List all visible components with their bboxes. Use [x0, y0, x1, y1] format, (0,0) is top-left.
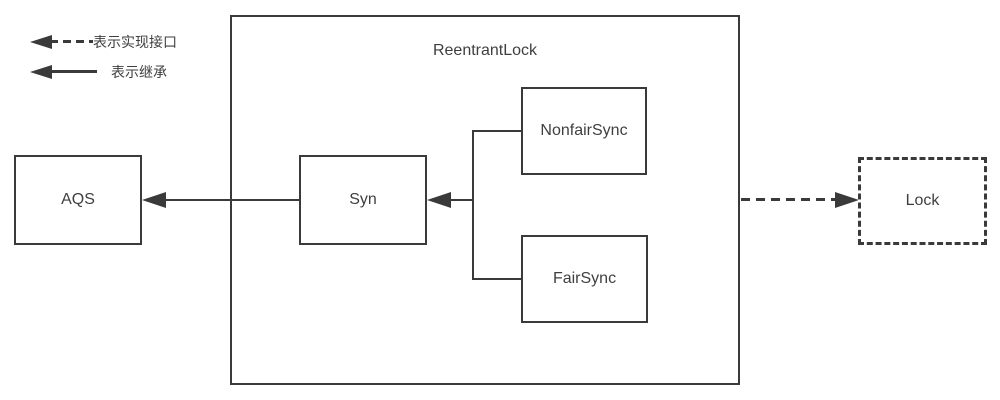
node-lock-label: Lock [905, 192, 940, 209]
edge-nonfairsync-connector-line [472, 130, 521, 132]
node-fairsync: FairSync [521, 235, 648, 323]
node-nonfairsync-label: NonfairSync [540, 122, 628, 139]
reentrantlock-container-title: ReentrantLock [432, 42, 538, 59]
dashed-line-icon [50, 40, 93, 43]
edge-reentrantlock-to-lock-arrowhead-icon [835, 192, 859, 208]
edge-fairsync-connector-line [472, 278, 521, 280]
edge-junction-to-syn-line [448, 199, 474, 201]
solid-line-icon [50, 70, 97, 73]
node-nonfairsync: NonfairSync [521, 87, 647, 175]
node-aqs: AQS [14, 155, 142, 245]
node-syn-label: Syn [349, 191, 377, 208]
node-syn: Syn [299, 155, 427, 245]
node-fairsync-label: FairSync [552, 270, 617, 287]
reentrantlock-container: ReentrantLock [230, 15, 740, 385]
dashed-arrow-icon [30, 35, 52, 49]
edge-syn-to-aqs-arrowhead-icon [142, 192, 166, 208]
edge-junction-to-syn-arrowhead-icon [427, 192, 451, 208]
node-aqs-label: AQS [61, 191, 95, 208]
solid-arrow-icon [30, 65, 52, 79]
legend-label-implements: 表示实现接口 [93, 34, 177, 50]
edge-syn-to-aqs-line [164, 199, 300, 201]
node-lock: Lock [858, 157, 987, 245]
edge-junction-vertical-line [472, 130, 474, 280]
legend-label-inherit: 表示继承 [111, 64, 167, 80]
edge-reentrantlock-to-lock-dashed-line [741, 198, 836, 201]
